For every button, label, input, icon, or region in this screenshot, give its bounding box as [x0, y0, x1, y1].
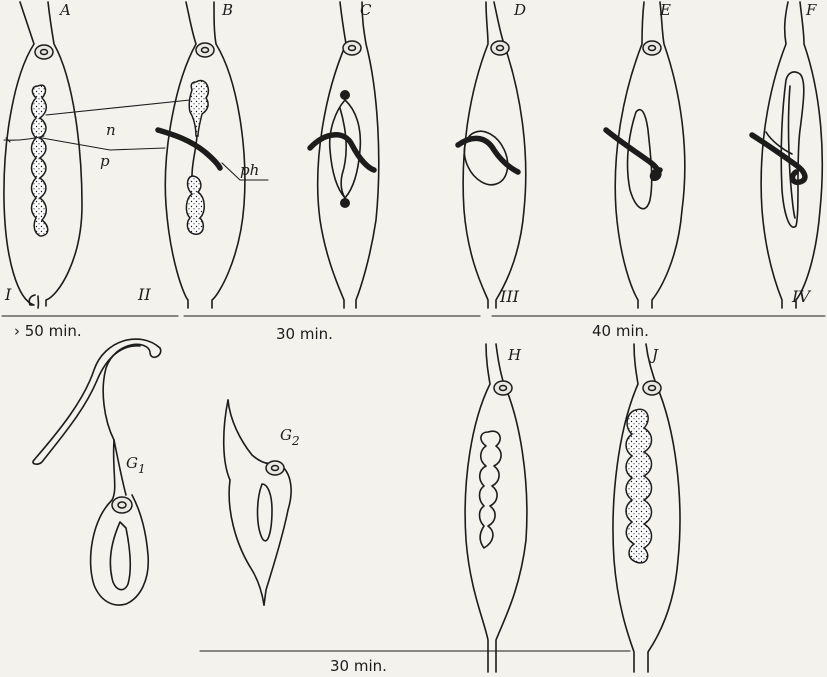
label-d: D	[513, 1, 526, 19]
label-b: B	[221, 1, 233, 19]
duration-third: 40 min.	[592, 322, 649, 340]
cell-c: C	[310, 1, 379, 308]
label-f: F	[805, 1, 817, 19]
label-h: H	[507, 346, 522, 364]
cell-a: A	[4, 1, 82, 308]
cell-g2: G2	[224, 400, 300, 605]
label-e: E	[659, 1, 671, 19]
stage-iv: IV	[791, 287, 811, 306]
timeline-top: I II III IV › 50 min. 30 min. 40 min.	[2, 285, 825, 343]
label-a: A	[58, 1, 71, 19]
label-n: n	[106, 121, 116, 139]
cell-f: F	[752, 1, 822, 308]
label-g2: G2	[280, 426, 300, 448]
label-c: C	[360, 1, 372, 19]
cell-d: D	[456, 1, 526, 308]
stage-i: I	[4, 285, 12, 304]
duration-bottom: 30 min.	[330, 657, 387, 675]
cell-g1: G1	[33, 339, 161, 605]
stage-iii: III	[499, 287, 520, 306]
cell-j: J	[613, 344, 680, 672]
label-j: J	[649, 346, 659, 364]
label-ph: ph	[240, 161, 259, 179]
duration-second: 30 min.	[276, 325, 333, 343]
duration-first: › 50 min.	[14, 322, 82, 340]
nuclear-chain	[32, 85, 48, 236]
label-g1: G1	[126, 454, 146, 476]
stage-ii: II	[137, 285, 151, 304]
cell-h: H	[465, 344, 527, 672]
cell-e: E	[606, 1, 685, 308]
cell-b: B ph	[158, 1, 268, 308]
timeline-bottom: 30 min.	[200, 651, 630, 675]
label-p: p	[100, 152, 110, 170]
